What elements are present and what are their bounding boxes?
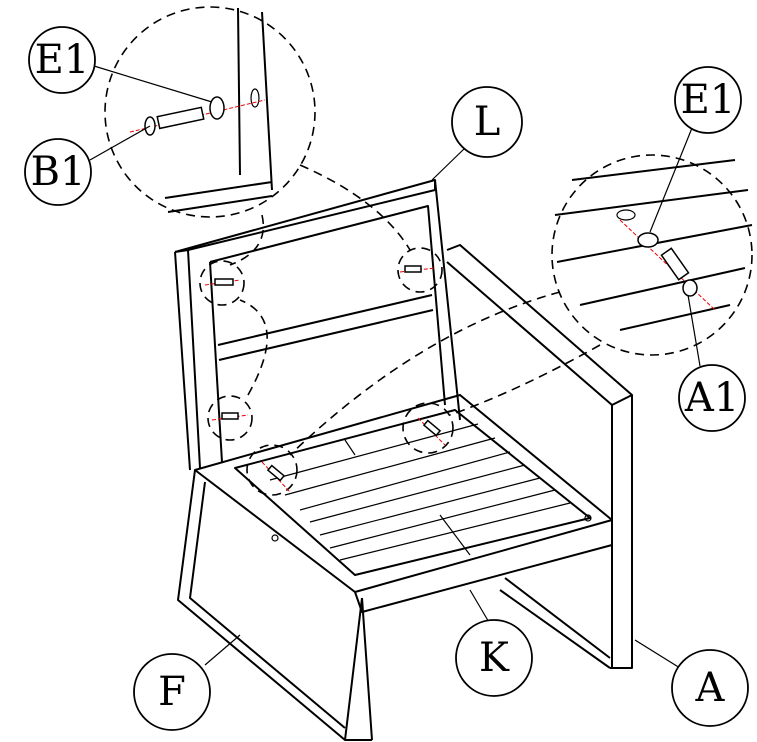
svg-text:K: K	[479, 635, 510, 681]
svg-text:E1: E1	[681, 77, 736, 123]
screw-icon	[211, 412, 249, 421]
screw-icon	[417, 417, 446, 446]
svg-text:B1: B1	[31, 149, 86, 195]
part-f-left-side-frame	[177, 469, 373, 741]
label-e1-right: E1	[674, 66, 742, 134]
screw-icon	[399, 265, 436, 273]
part-k-seat-frame	[194, 394, 613, 613]
screw-icon	[204, 278, 241, 286]
detail-markers	[199, 247, 454, 496]
label-l: L	[451, 86, 523, 158]
label-k: K	[455, 619, 533, 697]
label-f: F	[133, 653, 211, 731]
svg-text:L: L	[474, 99, 501, 145]
label-a: A	[671, 649, 749, 727]
svg-text:E1: E1	[35, 37, 90, 83]
label-b1: B1	[24, 138, 92, 206]
svg-text:F: F	[158, 669, 186, 715]
label-e1-left: E1	[28, 26, 96, 94]
label-a1: A1	[678, 364, 746, 432]
detail-zoom-seat-bolt	[551, 154, 753, 356]
screw-icon	[261, 461, 291, 493]
svg-text:A: A	[695, 665, 726, 711]
part-l-back-frame	[174, 179, 461, 471]
svg-text:A1: A1	[684, 375, 739, 421]
detail-zoom-back-bolt	[104, 6, 316, 218]
part-a-right-side-frame	[446, 244, 633, 669]
